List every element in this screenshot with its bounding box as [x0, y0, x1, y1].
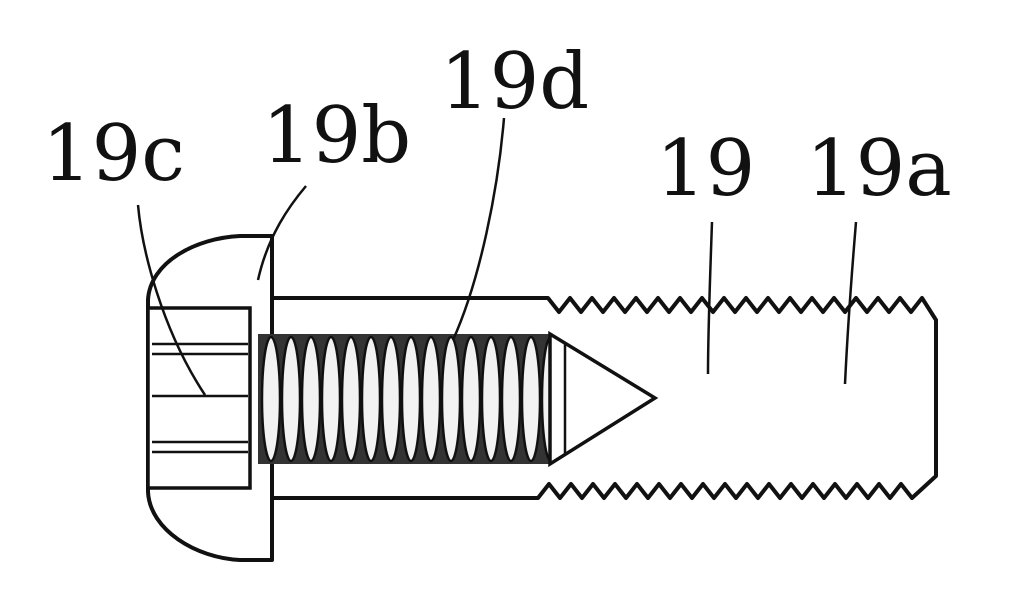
- leader-19a: [843, 221, 858, 385]
- internal-thread-coil: [420, 335, 442, 463]
- leader-lines: [136, 117, 858, 396]
- internal-thread-coil: [320, 335, 342, 463]
- bolt-shaft: [270, 296, 938, 500]
- internal-thread-coil: [300, 335, 322, 463]
- label-19d: 19d: [440, 37, 589, 127]
- leader-19b: [256, 185, 307, 281]
- internal-thread-coil: [520, 335, 542, 463]
- leader-19d: [451, 117, 506, 341]
- internal-thread-coil: [260, 335, 282, 463]
- internal-thread-coil: [360, 335, 382, 463]
- label-19a: 19a: [806, 124, 952, 214]
- label-19c: 19c: [42, 109, 185, 199]
- reference-labels: 19c 19b 19d 19 19a: [42, 37, 952, 214]
- internal-thread-coil: [460, 335, 482, 463]
- internal-thread-coil: [280, 335, 302, 463]
- internal-thread-coil: [500, 335, 522, 463]
- leader-19c: [136, 204, 207, 396]
- leader-19: [706, 221, 714, 375]
- bolt-head: [146, 234, 274, 562]
- internal-thread-coil: [440, 335, 462, 463]
- socket-recess: [146, 306, 252, 490]
- internal-thread-coil: [480, 335, 502, 463]
- label-19b: 19b: [262, 91, 411, 181]
- internal-thread-bore: [258, 330, 659, 468]
- internal-thread-coil: [340, 335, 362, 463]
- internal-thread-coil: [400, 335, 422, 463]
- internal-thread-coil: [380, 335, 402, 463]
- label-19: 19: [656, 124, 755, 214]
